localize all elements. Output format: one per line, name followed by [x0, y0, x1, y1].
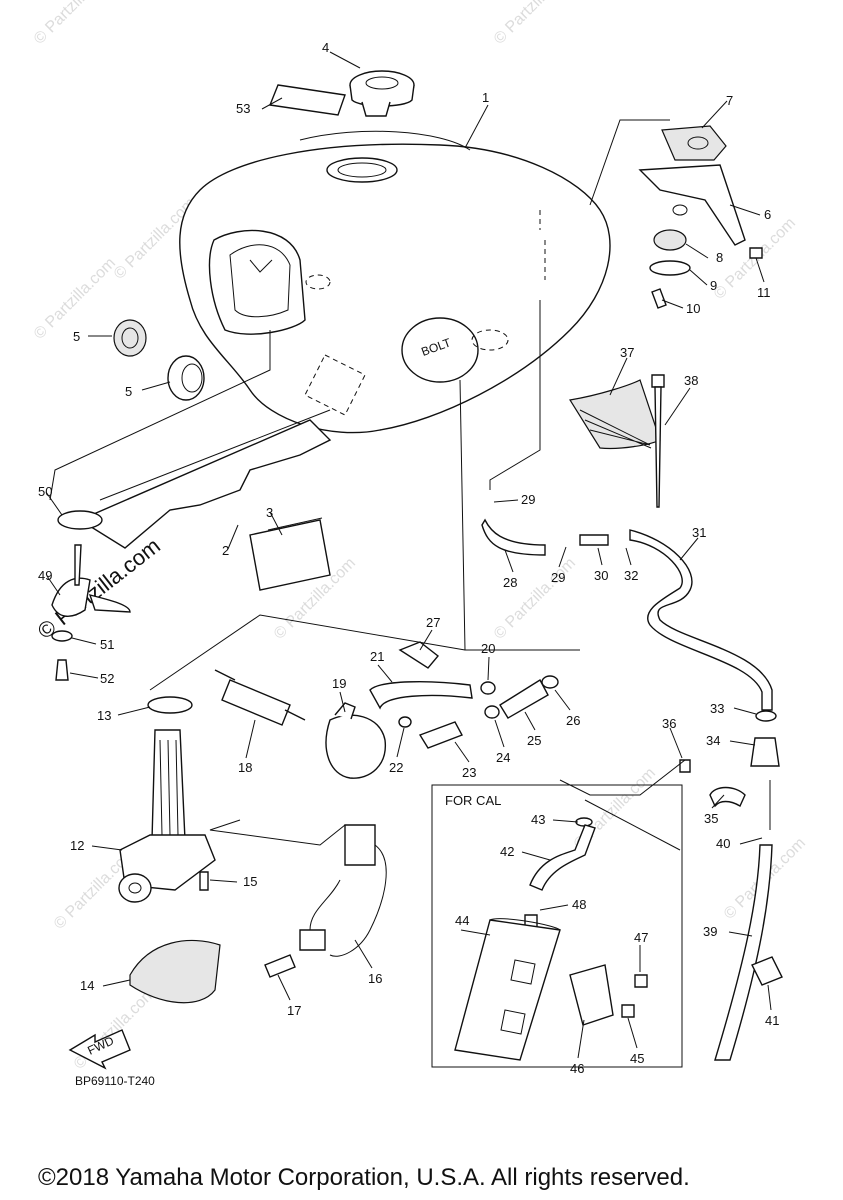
tank-gasket: [78, 419, 332, 591]
watermark-text: © Partzilla.com: [71, 985, 159, 1073]
fuel-hoses: [369, 518, 773, 749]
tank-plug: [167, 355, 205, 401]
callout-14: 14: [80, 978, 94, 993]
callout-13: 13: [97, 708, 111, 723]
callout-28: 28: [503, 575, 517, 590]
callout-36: 36: [662, 716, 676, 731]
rubber-pads: [569, 379, 661, 450]
callout-26: 26: [566, 713, 580, 728]
cable-tie: [651, 374, 665, 508]
callout-50: 50: [38, 484, 52, 499]
callout-29b: 29: [551, 570, 565, 585]
callout-25: 25: [527, 733, 541, 748]
callout-5: 5: [73, 329, 80, 344]
callout-46: 46: [570, 1061, 584, 1076]
fuel-cock: [51, 510, 131, 681]
callout-3: 3: [266, 505, 273, 520]
tank-plug: [113, 319, 147, 357]
callout-23: 23: [462, 765, 476, 780]
callout-42: 42: [500, 844, 514, 859]
callout-31: 31: [692, 525, 706, 540]
watermark-text: © Partzilla.com: [491, 0, 579, 48]
callout-labels: 1 2 3 4 5 5 6 7 8 9 10 11 12 13 14 15 16…: [38, 40, 779, 1076]
callout-47: 47: [634, 930, 648, 945]
copyright-notice: ©2018 Yamaha Motor Corporation, U.S.A. A…: [38, 1164, 690, 1191]
callout-35: 35: [704, 811, 718, 826]
callout-17: 17: [287, 1003, 301, 1018]
callout-51: 51: [100, 637, 114, 652]
callout-32: 32: [624, 568, 638, 583]
callout-30: 30: [594, 568, 608, 583]
callout-8: 8: [716, 250, 723, 265]
drawing-code: BP69110-T240: [75, 1074, 155, 1088]
callout-43: 43: [531, 812, 545, 827]
warning-label: [269, 84, 346, 116]
callout-27: 27: [426, 615, 440, 630]
callout-15: 15: [243, 874, 257, 889]
callout-41: 41: [765, 1013, 779, 1028]
callout-29: 29: [521, 492, 535, 507]
fuel-filter: [214, 669, 306, 726]
callout-1: 1: [482, 90, 489, 105]
callout-34: 34: [706, 733, 720, 748]
callout-19: 19: [332, 676, 346, 691]
forward-arrow-icon: FWD: [68, 1029, 131, 1070]
callout-16: 16: [368, 971, 382, 986]
watermark-text: © Partzilla.com: [31, 0, 119, 48]
tank-mount-bracket: [638, 125, 763, 309]
callout-52: 52: [100, 671, 114, 686]
callout-24: 24: [496, 750, 510, 765]
fuel-pump-assembly: [118, 696, 216, 903]
callout-leaders: [45, 51, 772, 1059]
callout-5b: 5: [125, 384, 132, 399]
callout-33: 33: [710, 701, 724, 716]
callout-2: 2: [222, 543, 229, 558]
inset-label: FOR CAL: [445, 793, 501, 808]
callout-37: 37: [620, 345, 634, 360]
callout-21: 21: [370, 649, 384, 664]
callout-53: 53: [236, 101, 250, 116]
callout-40: 40: [716, 836, 730, 851]
wire-harness: [264, 824, 387, 978]
watermark-text: © Partzilla.com: [491, 555, 579, 643]
callout-7: 7: [726, 93, 733, 108]
callout-48: 48: [572, 897, 586, 912]
vent-hose-parts: [679, 710, 783, 1061]
callout-9: 9: [710, 278, 717, 293]
watermark-dark: © Partzilla.com: [33, 533, 165, 644]
callout-22: 22: [389, 760, 403, 775]
fuel-tank: BOLT: [179, 130, 611, 434]
callout-18: 18: [238, 760, 252, 775]
callout-4: 4: [322, 40, 329, 55]
callout-6: 6: [764, 207, 771, 222]
callout-10: 10: [686, 301, 700, 316]
connection-lines: [49, 119, 771, 851]
pump-cover: [129, 939, 221, 1004]
callout-45: 45: [630, 1051, 644, 1066]
callout-39: 39: [703, 924, 717, 939]
pressure-regulator: [325, 702, 386, 779]
for-cal-inset: FOR CAL: [431, 784, 683, 1068]
fuel-cap: [349, 70, 415, 117]
callout-49: 49: [38, 568, 52, 583]
callout-11: 11: [757, 285, 771, 300]
callout-20: 20: [481, 641, 495, 656]
callout-38: 38: [684, 373, 698, 388]
callout-12: 12: [70, 838, 84, 853]
callout-44: 44: [455, 913, 469, 928]
